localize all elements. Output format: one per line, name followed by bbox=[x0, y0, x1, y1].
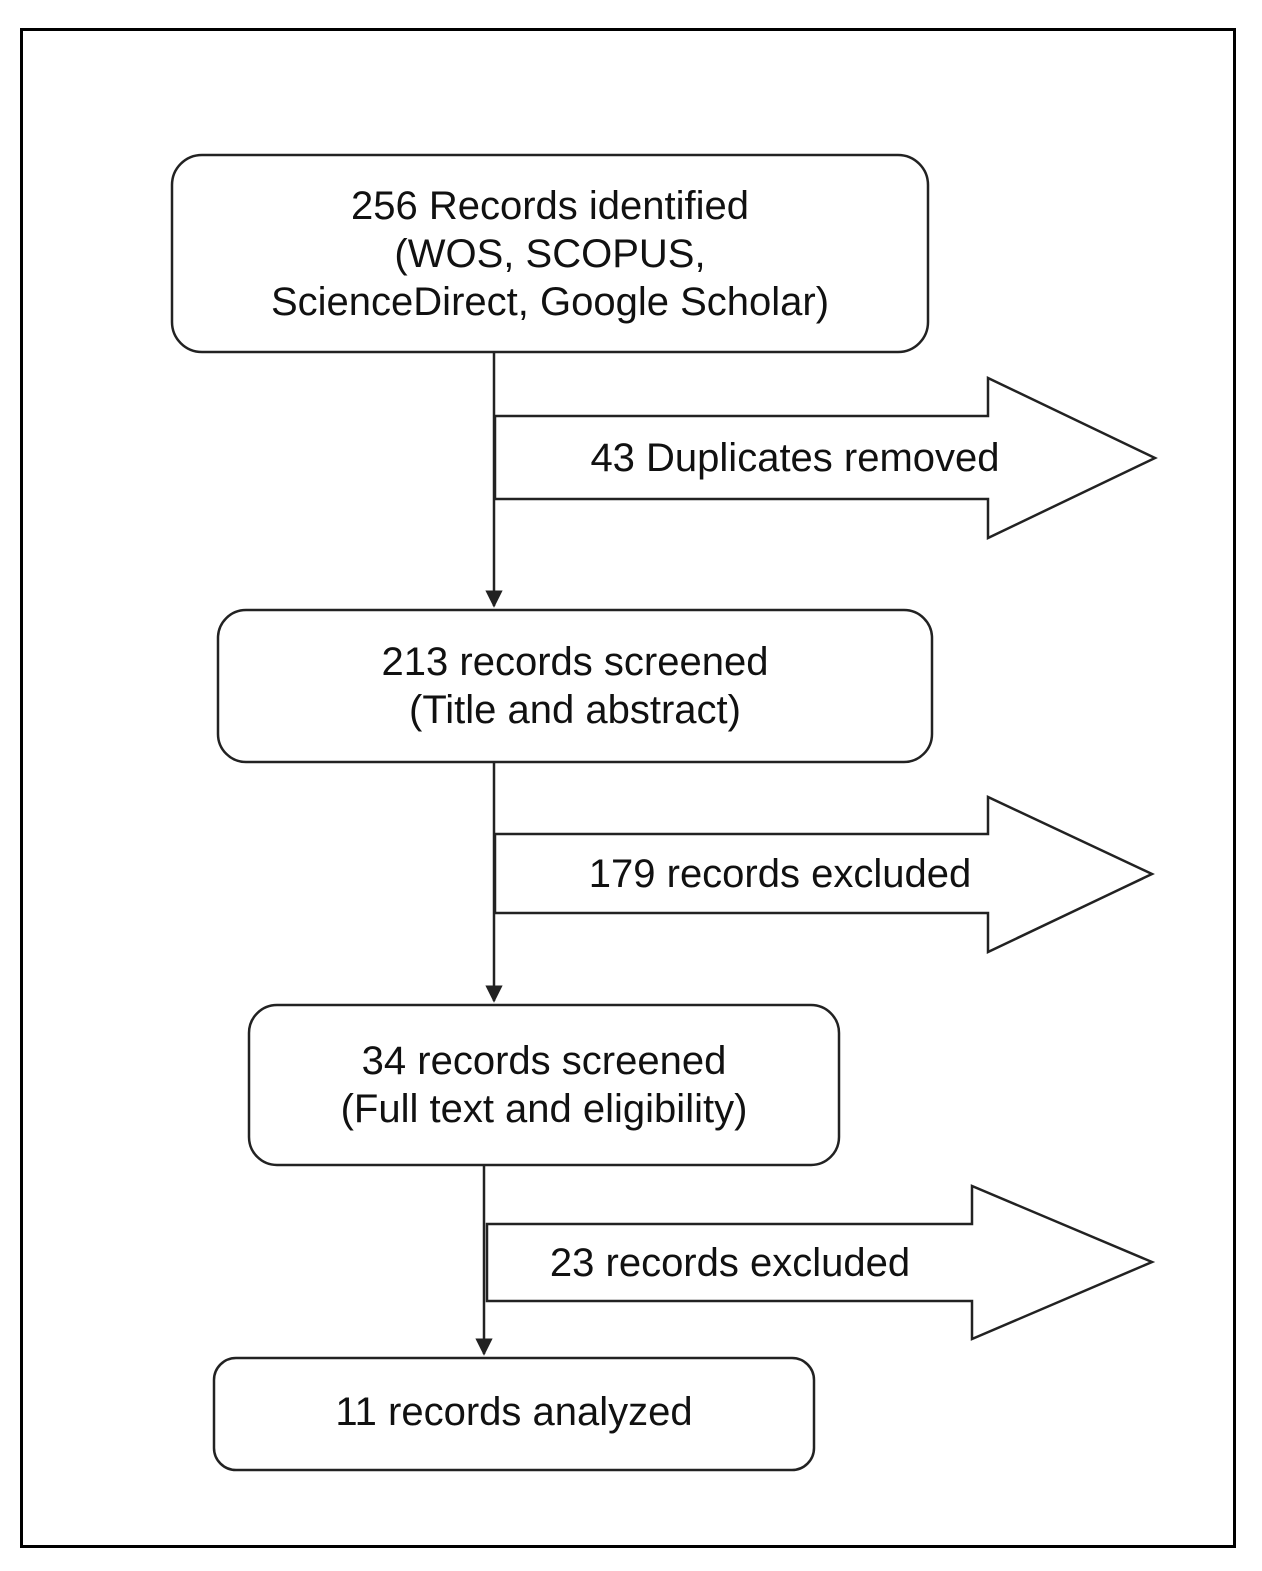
step-label-title-abstract: 213 records screened (Title and abstract… bbox=[218, 610, 932, 762]
exclusion-label-text: 43 Duplicates removed bbox=[590, 435, 1000, 480]
step-box-full-text bbox=[247, 1003, 841, 1167]
step-box-identified bbox=[170, 153, 930, 354]
diagram-frame bbox=[20, 28, 1236, 1548]
step-label-analyzed: 11 records analyzed bbox=[214, 1358, 814, 1466]
exclusion-label-title-abstract: 179 records excluded bbox=[505, 834, 1055, 913]
exclusion-label-duplicates: 43 Duplicates removed bbox=[520, 416, 1070, 499]
step-label-line: 11 records analyzed bbox=[335, 1390, 693, 1434]
step-box-title-abstract bbox=[216, 608, 934, 764]
exclusion-label-text: 179 records excluded bbox=[588, 851, 972, 896]
step-label-identified: 256 Records identified (WOS, SCOPUS, Sci… bbox=[172, 155, 928, 352]
step-box-analyzed bbox=[212, 1356, 816, 1472]
step-label-line: ScienceDirect, Google Scholar) bbox=[270, 279, 830, 324]
exclusion-label-full-text: 23 records excluded bbox=[480, 1224, 980, 1301]
step-label-line: (Title and abstract) bbox=[409, 688, 741, 732]
exclusion-arrow-duplicates bbox=[493, 376, 1158, 540]
step-label-line: (Full text and eligibility) bbox=[340, 1087, 748, 1131]
step-label-full-text: 34 records screened (Full text and eligi… bbox=[249, 1005, 839, 1165]
step-label-line: 213 records screened bbox=[381, 640, 769, 684]
exclusion-arrow-title-abstract bbox=[493, 795, 1155, 954]
step-label-line: 34 records screened bbox=[361, 1039, 727, 1083]
exclusion-arrow-full-text bbox=[485, 1184, 1156, 1341]
step-label-line: 256 Records identified bbox=[350, 183, 750, 228]
step-label-line: (WOS, SCOPUS, bbox=[394, 231, 706, 276]
exclusion-label-text: 23 records excluded bbox=[549, 1240, 911, 1285]
